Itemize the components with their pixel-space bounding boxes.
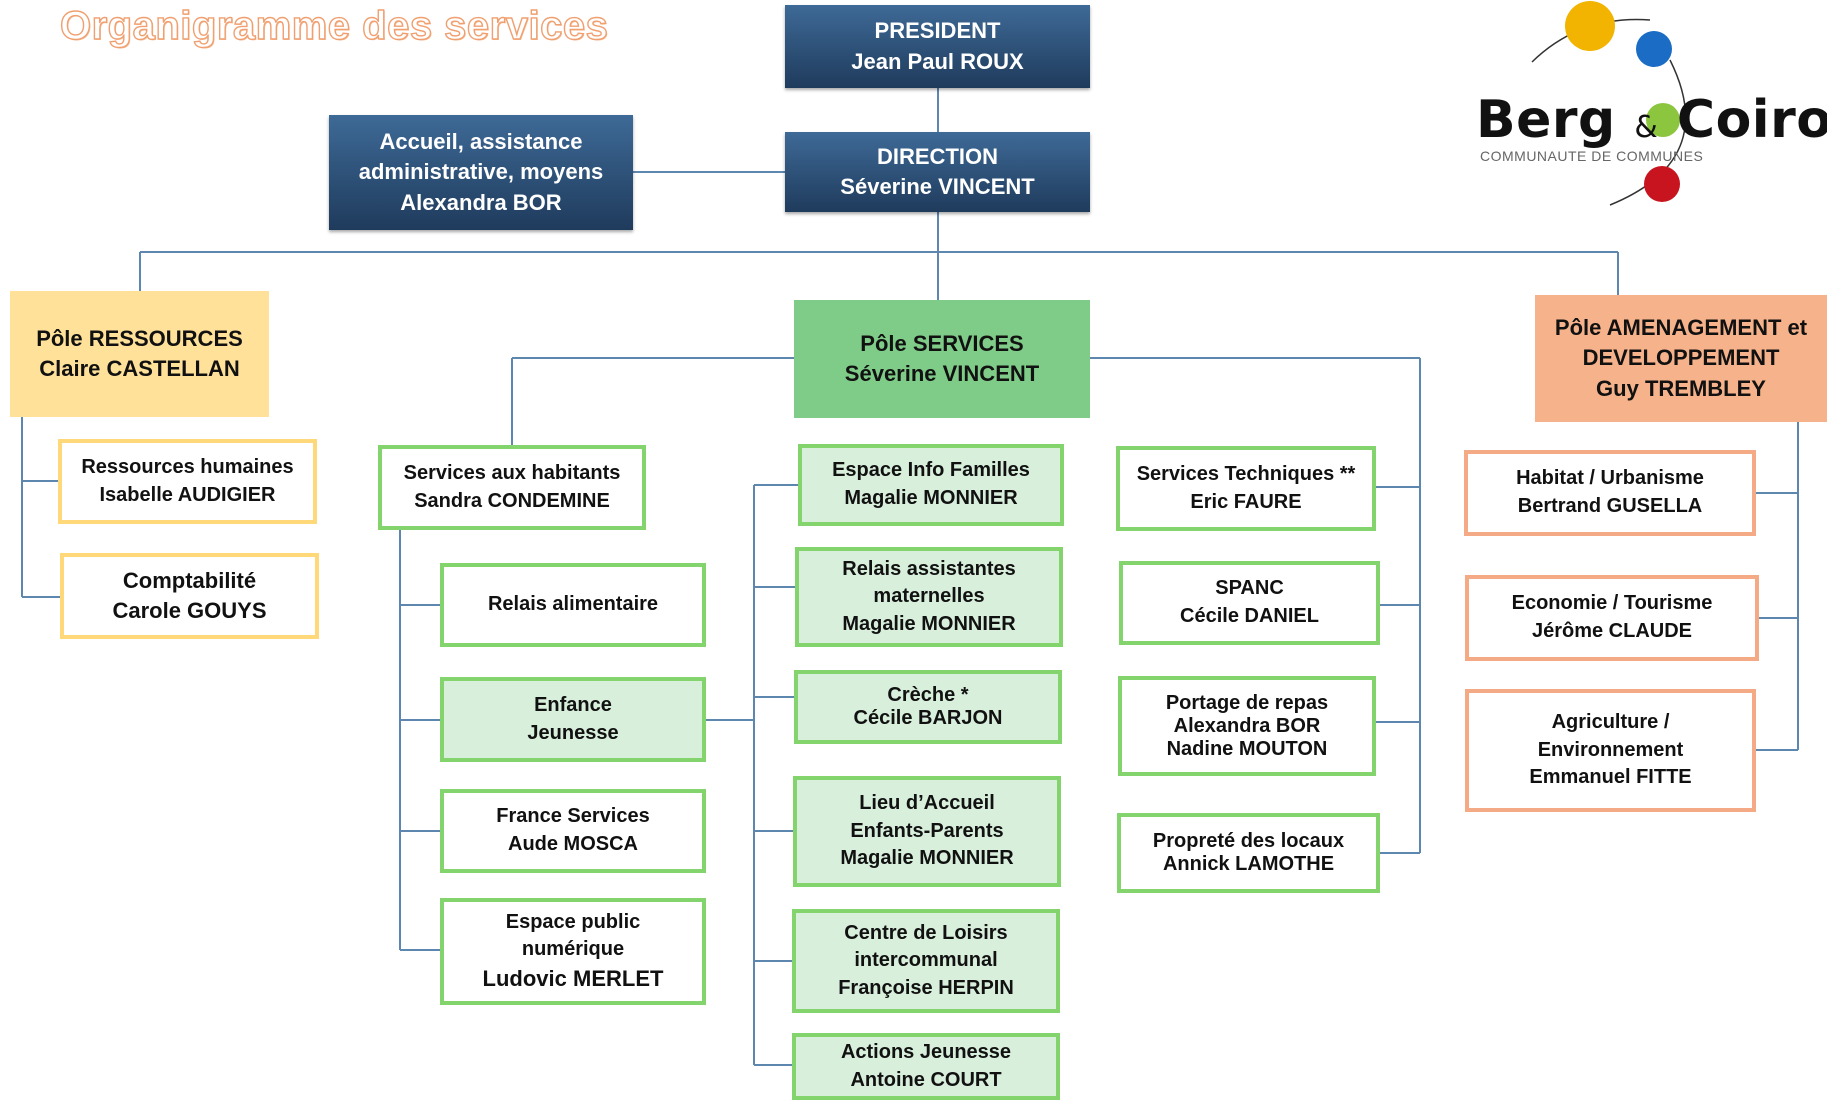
item-label: Ressources humaines: [81, 455, 294, 478]
pole-services-name: Séverine VINCENT: [844, 361, 1040, 386]
item-line: Economie / Tourisme: [1511, 592, 1713, 615]
direction-role: DIRECTION: [877, 143, 998, 169]
item-line: Agriculture /: [1551, 711, 1670, 734]
item-line: Ludovic MERLET: [482, 965, 664, 991]
item-name: Sandra CONDEMINE: [414, 489, 610, 512]
centre-de-loisirs-box: Centre de Loisirs intercommunal François…: [792, 909, 1060, 1013]
logo: Berg & Coiron COMMUNAUTE DE COMMUNES: [1470, 0, 1827, 220]
item-line: Habitat / Urbanisme: [1516, 467, 1704, 490]
item-line: Portage de repas: [1165, 691, 1329, 714]
item-line: France Services: [496, 805, 650, 828]
pole-services-box: Pôle SERVICES Séverine VINCENT: [794, 300, 1090, 418]
page-title: Organigramme des services: [59, 3, 609, 48]
item-line: Alexandra BOR: [1173, 714, 1321, 737]
item-line: Aude MOSCA: [508, 833, 638, 855]
accueil-line1: Accueil, assistance: [379, 128, 583, 154]
lieu-accueil-box: Lieu d’Accueil Enfants-Parents Magalie M…: [793, 776, 1061, 887]
france-services-box: France Services Aude MOSCA: [440, 789, 706, 873]
pole-amenagement-line2: DEVELOPPEMENT: [1582, 345, 1780, 371]
relais-assistantes-box: Relais assistantes maternelles Magalie M…: [795, 547, 1063, 647]
habitat-urbanisme-box: Habitat / Urbanisme Bertrand GUSELLA: [1464, 450, 1756, 536]
logo-circle-yellow: [1565, 1, 1615, 51]
accueil-box: Accueil, assistance administrative, moye…: [329, 115, 633, 230]
president-role: PRESIDENT: [874, 18, 1001, 44]
item-line: Environnement: [1537, 738, 1684, 761]
item-line: Jeunesse: [527, 721, 619, 744]
item-line: Emmanuel FITTE: [1529, 766, 1692, 789]
item-line: Bertrand GUSELLA: [1517, 495, 1703, 517]
item-name: Isabelle AUDIGIER: [99, 483, 276, 506]
pole-amenagement-name: Guy TREMBLEY: [1596, 375, 1766, 401]
item-line: Annick LAMOTHE: [1162, 853, 1335, 875]
item-line: Cécile BARJON: [853, 707, 1003, 729]
item-line: Crèche *: [887, 684, 969, 706]
portage-de-repas-box: Portage de repas Alexandra BOR Nadine MO…: [1118, 676, 1376, 776]
item-line: Espace public: [505, 910, 641, 933]
item-line: SPANC: [1215, 577, 1284, 600]
pole-amenagement-box: Pôle AMENAGEMENT et DEVELOPPEMENT Guy TR…: [1535, 295, 1827, 422]
proprete-des-locaux-box: Propreté des locaux Annick LAMOTHE: [1117, 813, 1380, 893]
pole-ressources-box: Pôle RESSOURCES Claire CASTELLAN: [10, 291, 269, 417]
item-line: Antoine COURT: [850, 1068, 1002, 1091]
item-line: intercommunal: [854, 949, 998, 972]
relais-alimentaire-box: Relais alimentaire: [440, 563, 706, 647]
item-line: Lieu d’Accueil: [859, 792, 995, 815]
accueil-line2: administrative, moyens: [358, 159, 604, 185]
logo-circle-green: [1646, 103, 1680, 137]
item-line: Jérôme CLAUDE: [1531, 620, 1693, 642]
item-line: Cécile DANIEL: [1180, 605, 1319, 627]
enfance-jeunesse-box: Enfance Jeunesse: [440, 677, 706, 762]
item-line: Actions Jeunesse: [840, 1040, 1012, 1063]
actions-jeunesse-box: Actions Jeunesse Antoine COURT: [792, 1033, 1060, 1100]
item-line: numérique: [521, 938, 625, 961]
item-line: Eric FAURE: [1190, 490, 1302, 513]
agriculture-environnement-box: Agriculture / Environnement Emmanuel FIT…: [1465, 689, 1756, 812]
item-line: Services Techniques **: [1136, 462, 1356, 485]
item-line: Centre de Loisirs: [844, 921, 1008, 944]
item-name: Carole GOUYS: [112, 598, 267, 623]
economie-tourisme-box: Economie / Tourisme Jérôme CLAUDE: [1465, 575, 1759, 661]
item-line: Nadine MOUTON: [1166, 737, 1328, 760]
item-line: maternelles: [873, 585, 985, 608]
item-label: Comptabilité: [122, 567, 257, 593]
logo-name: Berg & Coiron: [1476, 90, 1827, 150]
direction-box: DIRECTION Séverine VINCENT: [785, 132, 1090, 212]
comptabilite-box: Comptabilité Carole GOUYS: [60, 553, 319, 639]
logo-circle-blue: [1636, 31, 1672, 67]
item-line: Espace Info Familles: [832, 459, 1030, 482]
logo-circle-red: [1644, 166, 1680, 202]
item-line: Magalie MONNIER: [844, 487, 1018, 509]
item-line: Enfants-Parents: [850, 819, 1004, 842]
item-line: Relais alimentaire: [487, 593, 659, 616]
item-line: Enfance: [534, 693, 612, 716]
logo-graphic: [1531, 1, 1687, 206]
item-label: Services aux habitants: [403, 461, 621, 484]
president-box: PRESIDENT Jean Paul ROUX: [785, 5, 1090, 88]
item-line: Magalie MONNIER: [842, 612, 1016, 635]
pole-ressources-name: Claire CASTELLAN: [39, 356, 240, 381]
spanc-box: SPANC Cécile DANIEL: [1119, 561, 1380, 645]
logo-subtitle: COMMUNAUTE DE COMMUNES: [1480, 148, 1704, 164]
president-name: Jean Paul ROUX: [851, 48, 1024, 74]
pole-amenagement-line1: Pôle AMENAGEMENT et: [1554, 314, 1808, 340]
item-line: Françoise HERPIN: [838, 976, 1014, 999]
item-line: Relais assistantes: [842, 557, 1016, 580]
ressources-humaines-box: Ressources humaines Isabelle AUDIGIER: [58, 439, 317, 524]
pole-services-title: Pôle SERVICES: [860, 330, 1024, 356]
espace-public-numerique-box: Espace public numérique Ludovic MERLET: [440, 898, 706, 1005]
services-techniques-box: Services Techniques ** Eric FAURE: [1116, 446, 1376, 531]
accueil-name: Alexandra BOR: [400, 189, 562, 215]
item-line: Propreté des locaux: [1152, 830, 1345, 852]
item-line: Magalie MONNIER: [840, 847, 1014, 870]
services-habitants-box: Services aux habitants Sandra CONDEMINE: [378, 445, 646, 530]
direction-name: Séverine VINCENT: [840, 174, 1035, 199]
pole-ressources-title: Pôle RESSOURCES: [36, 325, 243, 351]
espace-info-familles-box: Espace Info Familles Magalie MONNIER: [798, 444, 1064, 526]
creche-box: Crèche * Cécile BARJON: [794, 670, 1062, 744]
